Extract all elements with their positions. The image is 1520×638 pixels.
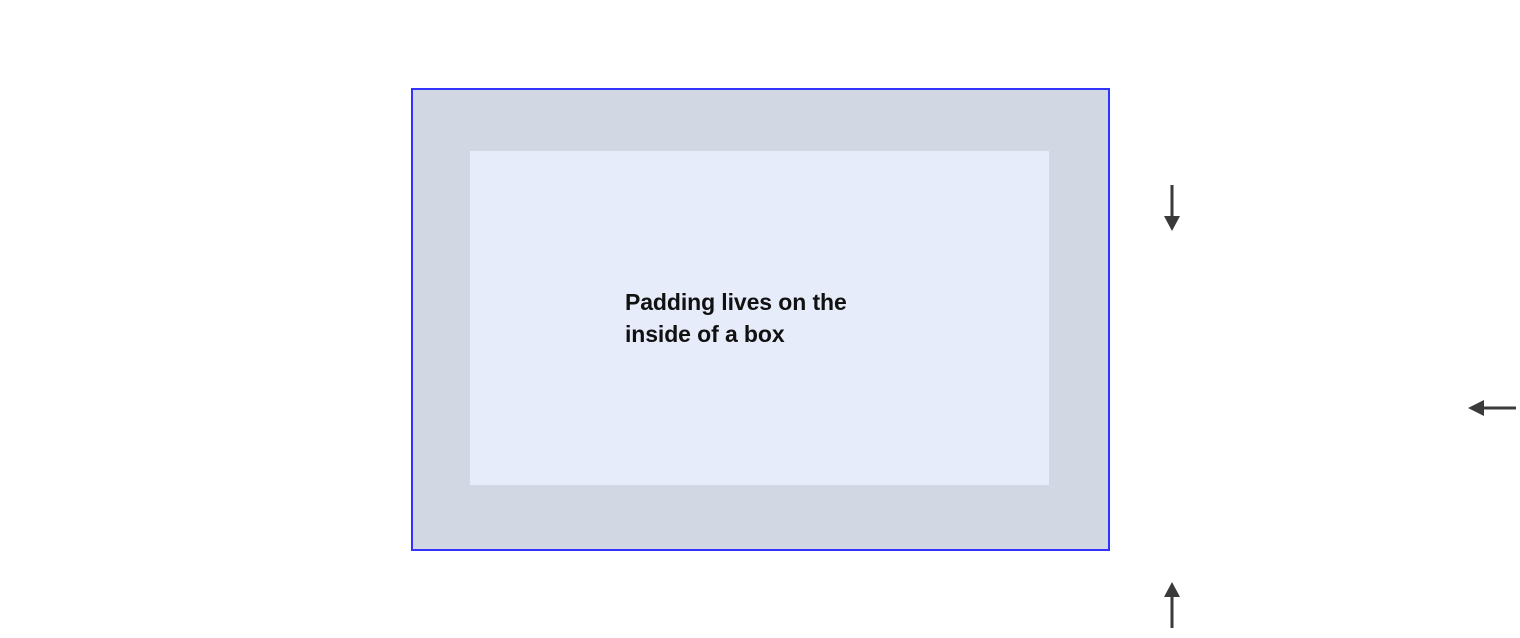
padding-right-arrow-icon <box>1466 394 1518 422</box>
content-box: Padding lives on the inside of a box <box>470 151 1049 485</box>
padding-top-arrow-icon <box>1157 184 1187 234</box>
padding-bottom-arrow-icon <box>1157 579 1187 629</box>
content-box-label: Padding lives on the inside of a box <box>625 289 847 347</box>
